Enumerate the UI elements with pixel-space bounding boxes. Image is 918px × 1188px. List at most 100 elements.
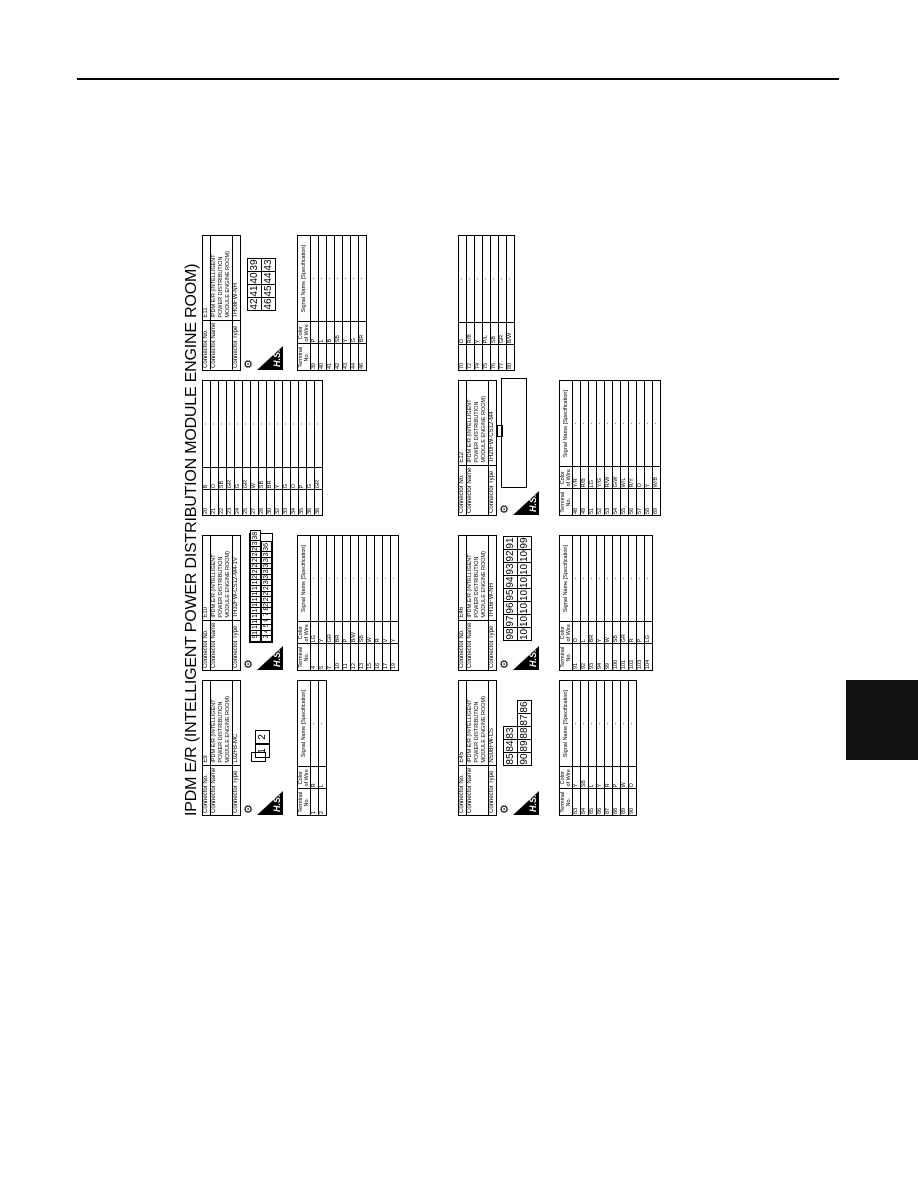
rotated-diagram-sheet: IPDM E/R (INTELLIGENT POWER DISTRIBUTION… <box>183 235 906 816</box>
pin-cell: 103 <box>517 584 532 602</box>
connector-face-icon: ⚙ <box>243 359 255 369</box>
pin-cell: 86 <box>517 700 532 714</box>
pin-cell: 42 <box>247 297 262 311</box>
pin-cell: 41 <box>247 284 262 298</box>
connector-face-icon: ⚙ <box>499 659 511 669</box>
pin-cell: 43 <box>261 258 276 272</box>
connector-face-icon: ⚙ <box>499 504 511 514</box>
connector-face-icon: ⚙ <box>499 804 511 814</box>
pin-cell: 95 <box>503 588 518 602</box>
pin-cell: 97 <box>503 614 518 628</box>
hs-badge: ⚙ H.S. 1 2 <box>241 680 287 816</box>
pin-cell: 93 <box>503 562 518 576</box>
pin-cell: 83 <box>503 726 518 740</box>
pin-cell: 101 <box>517 558 532 576</box>
section-tab <box>846 680 918 760</box>
pin-cell: 40 <box>247 271 262 285</box>
pin-cell: 98 <box>503 627 518 641</box>
pin-cell: 90 <box>517 752 532 766</box>
pin-cell: 46 <box>261 297 276 311</box>
pin-cell: 100 <box>517 545 532 563</box>
pin-cell: 106 <box>517 623 532 641</box>
pin-cell: 36 <box>261 541 272 553</box>
connector-face-e12 <box>497 378 527 488</box>
pin-cell: 99 <box>517 536 532 550</box>
pin-cell: 39 <box>247 258 262 272</box>
header-rule <box>77 78 839 80</box>
connector-face-icon: ⚙ <box>243 804 255 814</box>
